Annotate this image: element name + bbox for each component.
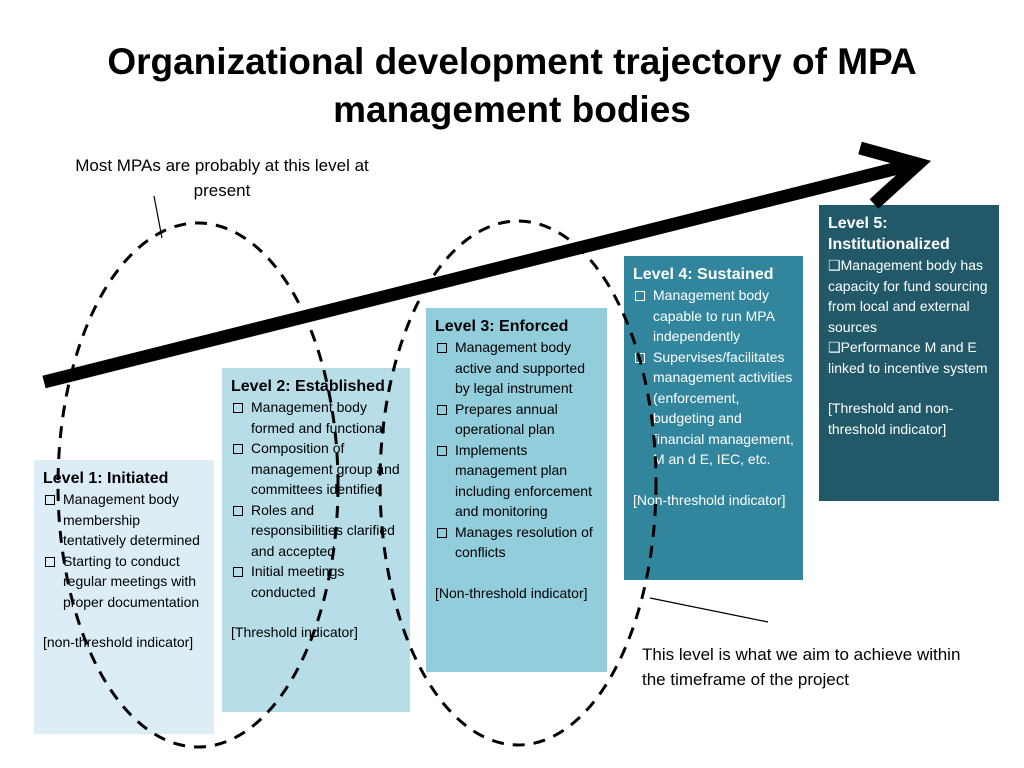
- list-item: Composition of management group and comm…: [231, 438, 401, 500]
- list-item: ❑Management body has capacity for fund s…: [828, 257, 988, 335]
- checkbox-bullet-icon: [233, 505, 243, 516]
- list-item: Initial meetings conducted: [231, 561, 401, 602]
- level-2-box: Level 2: Established Management body for…: [222, 368, 410, 712]
- level-2-heading: Level 2: Established: [231, 378, 385, 395]
- checkbox-bullet-icon: [45, 495, 55, 505]
- level-5-box: Level 5: Institutionalized ❑Management b…: [819, 205, 999, 501]
- level-4-indicator: [Non-threshold indicator]: [633, 491, 786, 508]
- checkbox-bullet-icon: [437, 404, 447, 415]
- level-4-list: Management body capable to run MPA indep…: [633, 285, 794, 470]
- list-item: Prepares annual operational plan: [435, 399, 598, 440]
- checkbox-bullet-icon: [437, 527, 447, 538]
- checkbox-bullet-icon: [437, 445, 447, 456]
- level-5-list: ❑Management body has capacity for fund s…: [828, 255, 990, 378]
- list-item: Implements management plan including enf…: [435, 440, 598, 522]
- checkbox-bullet-icon: [45, 556, 55, 567]
- target-level-ellipse: [378, 219, 658, 747]
- level-2-list: Management body formed and functional Co…: [231, 397, 401, 602]
- level-1-box: Level 1: Initiated Management body membe…: [34, 460, 214, 734]
- checkbox-bullet-icon: [233, 444, 243, 454]
- checkbox-bullet-icon: [437, 343, 447, 353]
- list-item: Supervises/facilitates management activi…: [633, 347, 794, 470]
- level-5-heading: Level 5: Institutionalized: [828, 215, 950, 253]
- level-3-box: Level 3: Enforced Management body active…: [426, 308, 607, 672]
- list-item: Roles and responsibilities clarified and…: [231, 500, 401, 562]
- level-4-heading: Level 4: Sustained: [633, 266, 774, 283]
- list-item: Management body formed and functional: [231, 397, 401, 438]
- checkbox-bullet-icon: [635, 291, 645, 301]
- checkbox-bullet-icon: [233, 403, 243, 413]
- level-3-heading: Level 3: Enforced: [435, 318, 569, 335]
- list-item: Manages resolution of conflicts: [435, 522, 598, 563]
- slide-title: Organizational development trajectory of…: [107, 41, 917, 130]
- pointer-line-bottom: [649, 597, 769, 623]
- level-1-heading: Level 1: Initiated: [43, 470, 169, 487]
- level-1-list: Management body membership tentatively d…: [43, 489, 205, 612]
- list-item: Management body active and supported by …: [435, 337, 598, 399]
- annotation-current-level: Most MPAs are probably at this level at …: [75, 156, 369, 200]
- list-item: ❑Performance M and E linked to incentive…: [828, 339, 988, 376]
- list-item: Management body capable to run MPA indep…: [633, 285, 794, 347]
- current-level-ellipse: [56, 221, 340, 749]
- level-2-indicator: [Threshold indicator]: [231, 624, 358, 640]
- level-1-indicator: [non-threshold indicator]: [43, 634, 194, 650]
- level-3-list: Management body active and supported by …: [435, 337, 598, 563]
- trajectory-arrow-icon: [42, 141, 932, 389]
- level-3-indicator: [Non-threshold indicator]: [435, 584, 588, 601]
- list-item: Starting to conduct regular meetings wit…: [43, 551, 205, 613]
- list-item: Management body membership tentatively d…: [43, 489, 205, 551]
- checkbox-bullet-icon: [233, 567, 243, 577]
- level-5-indicator: [Threshold and non-threshold indicator]: [828, 400, 954, 437]
- annotation-target-level: This level is what we aim to achieve wit…: [642, 645, 961, 689]
